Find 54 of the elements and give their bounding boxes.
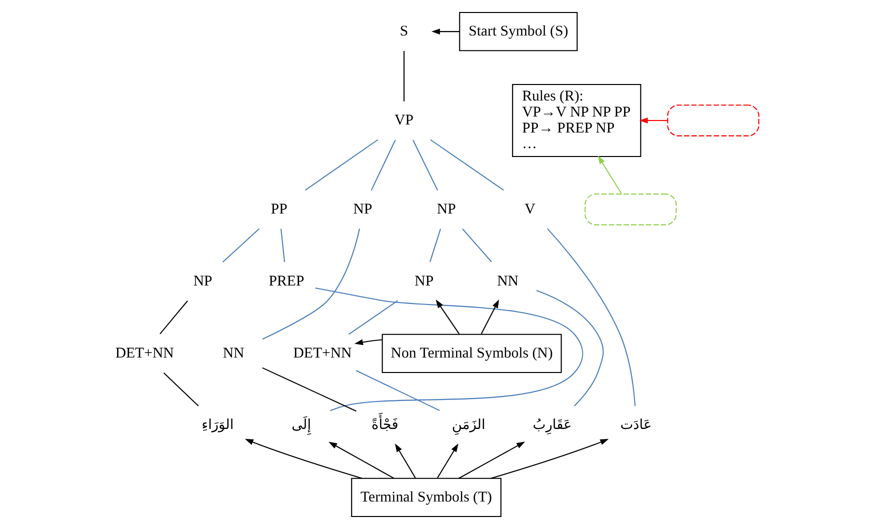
arrow (431, 28, 460, 34)
connector (222, 228, 260, 263)
node-box (667, 104, 760, 136)
node-text: إِلَى (292, 417, 312, 434)
connector (412, 140, 438, 191)
node-text: NP (414, 273, 434, 290)
node-box (584, 194, 677, 226)
connector (536, 290, 604, 406)
connector (160, 300, 188, 334)
node-box: Start Symbol (S) (459, 12, 578, 52)
node-box: Rules (R): VP→V NP NP PP PP→ PREP NP … (512, 84, 642, 158)
connector (163, 372, 199, 406)
node-text: PP (270, 201, 288, 218)
node-box: Non Terminal Symbols (N) (382, 334, 562, 374)
node-text: PREP (268, 273, 304, 290)
connector (546, 228, 636, 406)
arrow (328, 442, 394, 479)
connector (280, 228, 286, 262)
connector (262, 228, 360, 340)
node-box: Terminal Symbols (T) (351, 478, 502, 518)
node-text: الوَرَاءِ (202, 417, 234, 434)
arrow (490, 438, 609, 479)
node-text: NN (222, 345, 244, 362)
arrow (244, 438, 362, 479)
connector (262, 367, 356, 412)
connector (462, 228, 492, 262)
arrow (354, 339, 382, 346)
connector (404, 51, 405, 102)
node-text: عَقَارِبُ (532, 417, 572, 434)
connector (348, 300, 398, 335)
node-text: NP (193, 273, 212, 290)
node-text: NP (436, 201, 456, 218)
connector (304, 139, 378, 191)
node-text: VP (394, 112, 414, 128)
connector (315, 288, 584, 412)
node-text: V (524, 201, 536, 218)
arrow (458, 442, 526, 479)
node-text: S (400, 23, 408, 40)
arrow (598, 156, 622, 194)
connector (356, 370, 440, 412)
connector (430, 228, 442, 262)
node-text: NN (497, 273, 519, 290)
node-text: عَادَت (620, 417, 652, 434)
arrow (480, 299, 500, 334)
arrow (639, 118, 668, 124)
connector (370, 140, 396, 191)
node-text: NP (353, 201, 372, 218)
node-text: الزَمَنِ (452, 417, 486, 434)
arrow (437, 444, 458, 478)
arrow (395, 444, 416, 478)
node-text: DET+NN (115, 345, 174, 362)
arrow (436, 300, 460, 334)
connector (430, 139, 504, 191)
node-text: DET+NN (293, 345, 352, 362)
